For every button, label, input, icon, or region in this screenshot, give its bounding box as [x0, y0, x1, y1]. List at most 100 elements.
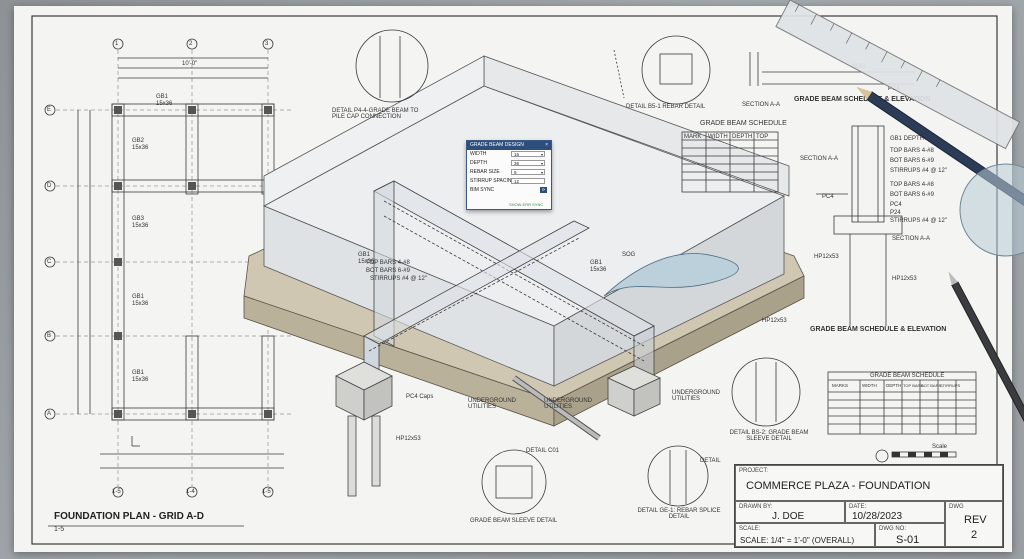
- field-label: REBAR SIZE: [470, 169, 500, 175]
- elevation-right-note: SECTION A-A: [892, 236, 931, 242]
- field-value: 16: [514, 152, 520, 157]
- field-value: 9: [514, 170, 517, 175]
- depth-field[interactable]: 36▾: [511, 160, 545, 166]
- dwgno-value: S-01: [896, 534, 920, 546]
- drawing-sheet: 1 2 3 E D C B A 10'-0" GB1 15x36 GB2 15x…: [14, 6, 1012, 552]
- pile-cap-label: PC4 Caps: [406, 394, 434, 400]
- schedule-right-header: MARKS: [832, 383, 849, 388]
- elevation-right-note: HP12x53: [892, 276, 917, 282]
- schedule-right-header: WIDTH: [862, 383, 877, 388]
- sleeve-detail-label: GRADE BEAM SLEEVE DETAIL: [470, 518, 558, 524]
- elevation-right-note: P24: [890, 210, 901, 216]
- chevron-down-icon[interactable]: ▾: [540, 161, 543, 166]
- scale-bar-label: Scale: [932, 444, 948, 450]
- dialog-title: GRADE BEAM DESIGN: [470, 142, 524, 148]
- elevation-right-note: BOT BARS 6-#9: [890, 192, 934, 198]
- plan-title: FOUNDATION PLAN - GRID A-D: [54, 511, 204, 522]
- grade-beam-design-dialog[interactable]: GRADE BEAM DESIGN × WIDTH 16▾ DEPTH 36▾ …: [466, 140, 552, 210]
- rebar-size-field[interactable]: 9▾: [511, 169, 545, 175]
- grid-bubble-2: 2: [189, 41, 193, 47]
- grid-bubble-b: B: [47, 333, 52, 339]
- sync-button[interactable]: ⟳: [540, 187, 547, 193]
- schedule-right-header: DEPTH: [886, 383, 902, 388]
- sleeve-right-detail-label: DETAIL BS-2: GRADE BEAM SLEEVE DETAIL: [729, 430, 809, 442]
- bim-sync-label: BIM SYNC: [470, 187, 495, 193]
- elevation-right-note: TOP BARS 4-#8: [890, 182, 934, 188]
- dwg-caption: DWG: [949, 504, 964, 510]
- date-caption: DATE:: [849, 504, 867, 510]
- drawn-cell: DRAWN BY: J. DOE: [735, 501, 845, 523]
- plan-dim-top: 10'-0": [182, 61, 198, 67]
- dwgno-caption: DWG NO:: [879, 526, 906, 532]
- plan-subtitle: 1-5: [54, 526, 65, 533]
- schedule-right-header: STIRRUPS: [940, 383, 961, 388]
- plan-bottom-label: 1-4: [186, 489, 195, 495]
- elevation-right-note: PC4: [890, 202, 902, 208]
- rebar-note: BOT BARS 6-#9: [366, 268, 410, 274]
- elevation-pc-label: PC4: [888, 86, 900, 92]
- field-label: STIRRUP SPACING: [470, 178, 516, 184]
- stirrup-spacing-field[interactable]: 12: [511, 178, 545, 184]
- dialog-row-rebar: REBAR SIZE 9▾: [467, 168, 551, 177]
- plan-bottom-label: 1-5: [262, 489, 271, 495]
- plan-beam-size: 15x36: [132, 145, 149, 151]
- rebar-note: STIRRUPS #4 @ 12": [370, 276, 427, 282]
- elevation-left-note: HP12x53: [814, 254, 839, 260]
- elevation-left-note: PC4: [822, 194, 834, 200]
- schedule-right-header: TOP BARS: [903, 383, 924, 388]
- plan-beam-label: GB2: [132, 138, 145, 144]
- project-cell: PROJECT: COMMERCE PLAZA - FOUNDATION: [735, 465, 1003, 501]
- elevation-top-label: SOG: [852, 64, 866, 70]
- title-block: PROJECT: COMMERCE PLAZA - FOUNDATION DRA…: [734, 464, 1004, 548]
- field-label: WIDTH: [470, 151, 487, 157]
- elevation-left-note: SECTION A-A: [800, 156, 839, 162]
- elevation-note: BOT BARS 6-#9: [890, 158, 934, 164]
- scale-cell: SCALE: SCALE: 1/4" = 1'-0" (OVERALL): [735, 523, 875, 547]
- pile-right-label: HP12x53: [762, 318, 787, 324]
- plan-beam-label: GB1: [132, 294, 145, 300]
- scale-value: SCALE: 1/4" = 1'-0" (OVERALL): [740, 536, 855, 545]
- elevation-title: GRADE BEAM SCHEDULE & ELEVATION: [794, 96, 931, 103]
- pile-label: HP12x53: [396, 436, 421, 442]
- plan-beam-label: GB3: [132, 216, 145, 222]
- grid-bubble-c: C: [47, 259, 52, 265]
- chevron-down-icon[interactable]: ▾: [540, 152, 543, 157]
- drawn-caption: DRAWN BY:: [739, 504, 773, 510]
- field-label: DEPTH: [470, 160, 487, 166]
- sync-status: SHOW ERR SYNC: [509, 202, 544, 207]
- dialog-row-width: WIDTH 16 ▾: [467, 150, 551, 159]
- detail-top2-label: DETAIL B5-1 REBAR DETAIL: [626, 104, 706, 110]
- detail-top-label: DETAIL P4-4-GRADE BEAM TO PILE CAP CONNE…: [332, 108, 419, 120]
- plan-beam-size: 15x36: [132, 301, 149, 307]
- schedule-right-header: BOT BARS: [921, 383, 942, 388]
- grid-bubble-e: E: [47, 107, 52, 113]
- plan-beam-size: 15x36: [132, 223, 149, 229]
- field-value: 12: [514, 179, 520, 184]
- project-caption: PROJECT:: [739, 468, 769, 474]
- rebar-note: TOP BARS 4-#8: [366, 260, 410, 266]
- schedule-top-header: DEPTH: [732, 134, 753, 140]
- dialog-row-stirrup: STIRRUP SPACING 12: [467, 177, 551, 186]
- width-field[interactable]: 16 ▾: [511, 151, 545, 157]
- section-tag: SECTION A-A: [742, 102, 781, 108]
- splice-detail-label: DETAIL GE-1: REBAR SPLICE DETAIL: [637, 508, 721, 520]
- schedule-right-title: GRADE BEAM SCHEDULE: [870, 373, 945, 379]
- plan-beam-label: GB1: [132, 370, 145, 376]
- chevron-down-icon[interactable]: ▾: [540, 170, 543, 175]
- utilities-right-label: UNDERGROUND UTILITIES: [672, 390, 720, 402]
- rev-cell: DWG REV 2: [945, 501, 1003, 547]
- schedule-top-header: MARK: [684, 134, 702, 140]
- iso-beam-size: 15x36: [590, 267, 607, 273]
- drawn-by: J. DOE: [772, 511, 805, 522]
- grid-bubble-d: D: [47, 183, 52, 189]
- iso-beam-label: GB1: [590, 260, 603, 266]
- dwgno-cell: DWG NO: S-01: [875, 523, 945, 547]
- utilities-mid-label: UNDERGROUND UTILITIES: [544, 398, 592, 410]
- elevation-note: STIRRUPS #4 @ 12": [890, 168, 947, 174]
- date-value: 10/28/2023: [852, 511, 903, 522]
- grid-bubble-3: 3: [265, 41, 269, 47]
- grid-bubble-1: 1: [115, 41, 119, 47]
- dialog-header: GRADE BEAM DESIGN ×: [467, 141, 551, 150]
- detail-c01-label: DETAIL C01: [526, 448, 560, 454]
- close-icon[interactable]: ×: [545, 142, 548, 148]
